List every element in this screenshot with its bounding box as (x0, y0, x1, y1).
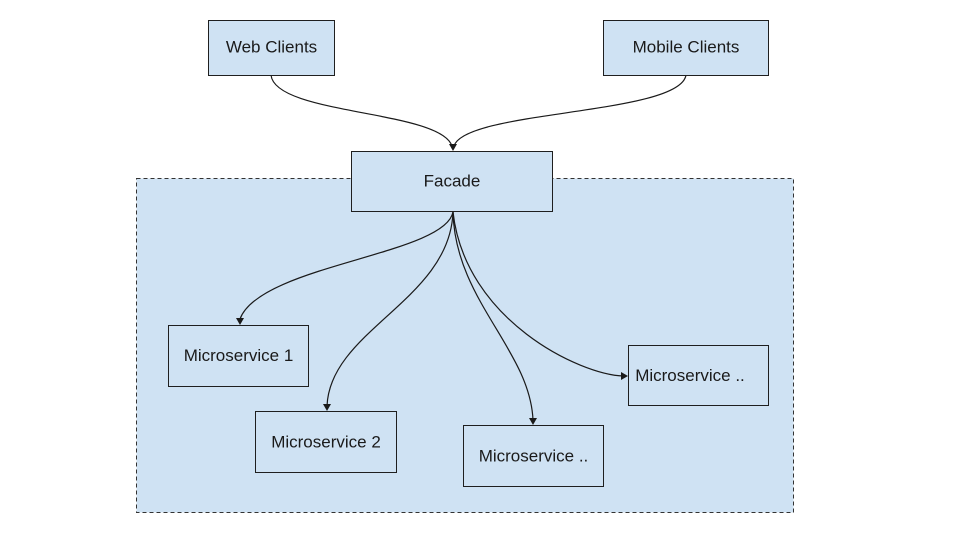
microservice-2-box (255, 411, 397, 473)
edges (239, 74, 687, 421)
microservice-2-label: Microservice 2 (271, 432, 381, 451)
edge-mobile-clients-to-facade (453, 74, 687, 147)
node-microservice-3: Microservice .. (463, 425, 604, 487)
node-facade: Facade (351, 151, 553, 212)
web-clients-label: Web Clients (226, 37, 317, 56)
edge-facade-to-microservice-3 (452, 211, 534, 421)
edge-facade-to-microservice-4 (452, 211, 625, 377)
microservice-4-box (628, 345, 769, 406)
mobile-clients-box (603, 20, 769, 76)
microservice-1-box (168, 325, 309, 387)
arrowhead-microservice-1 (236, 318, 244, 325)
arrowhead-microservice-3 (529, 418, 537, 425)
node-microservice-4: Microservice .. (628, 345, 769, 406)
microservice-3-box (463, 425, 604, 487)
node-microservice-2: Microservice 2 (255, 411, 397, 473)
microservice-4-label: Microservice .. (635, 366, 745, 385)
node-mobile-clients: Mobile Clients (603, 20, 769, 76)
arrowheads (236, 144, 628, 425)
edge-facade-to-microservice-1 (239, 211, 454, 320)
edge-web-clients-to-facade (270, 74, 453, 147)
node-web-clients: Web Clients (208, 20, 335, 76)
arrowhead-facade (449, 144, 457, 151)
edge-facade-to-microservice-2 (326, 211, 454, 407)
microservice-3-label: Microservice .. (479, 446, 589, 465)
facade-box (351, 151, 553, 212)
node-microservice-1: Microservice 1 (168, 325, 309, 387)
mobile-clients-label: Mobile Clients (633, 37, 740, 56)
web-clients-box (208, 20, 335, 76)
arrowhead-microservice-2 (323, 404, 331, 411)
facade-label: Facade (424, 171, 481, 190)
arrowhead-microservice-4 (621, 372, 628, 380)
microservice-1-label: Microservice 1 (184, 346, 294, 365)
